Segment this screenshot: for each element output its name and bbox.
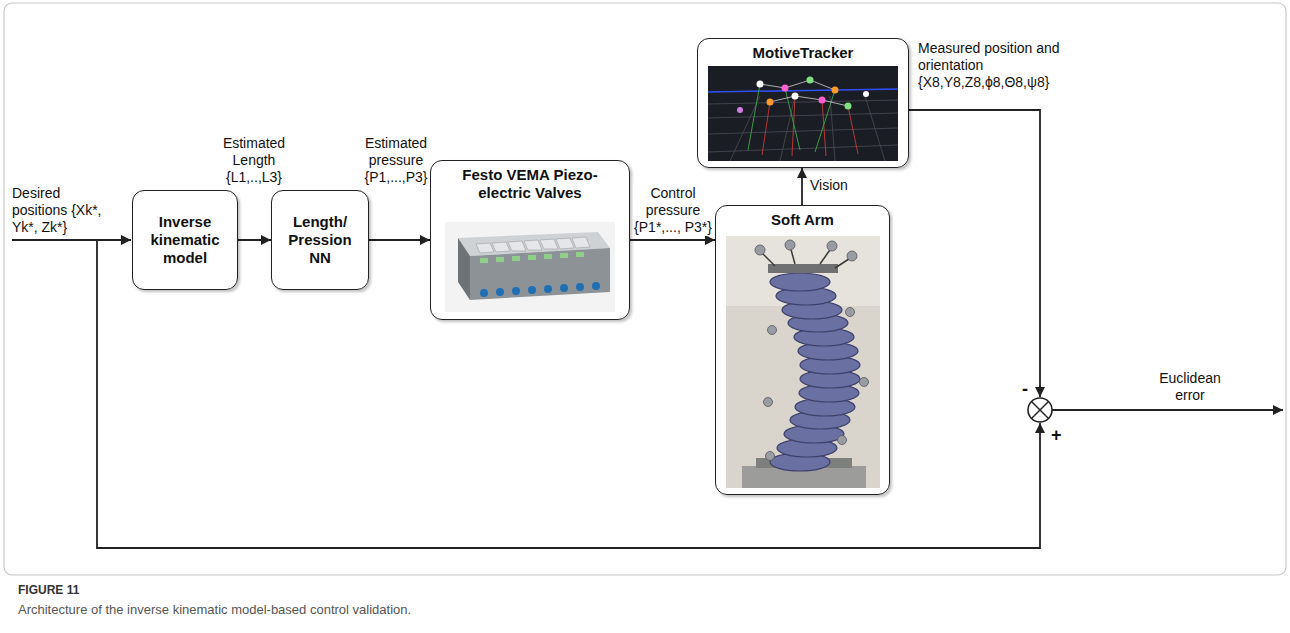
valve-picture [445, 222, 615, 312]
device-box: Festo VEMA Piezo-electric Valves [430, 160, 630, 320]
process-box: Length/ Pression NN [271, 190, 369, 290]
edge-label: Estimated Length {L1,..,L3} [212, 135, 296, 186]
node-label: MotiveTracker [698, 44, 908, 62]
soft-arm-photo [726, 236, 880, 488]
tracker-screenshot [708, 66, 898, 161]
signal-label: Euclidean error [1145, 370, 1235, 404]
sign-label: - [1022, 378, 1028, 400]
input-arrow [12, 239, 131, 241]
device-box: MotiveTracker [697, 38, 909, 168]
flow-arrow [369, 239, 430, 241]
flow-arrow [238, 239, 271, 241]
edge-label: Control pressure {P1*,..., P3*} [633, 185, 713, 236]
figure-number: FIGURE 11 [18, 583, 79, 598]
summing-junction [1028, 398, 1052, 422]
output-arrow [1052, 409, 1283, 411]
edge-label: Estimated pressure {P1,...,P3} [364, 135, 428, 186]
signal-label: Desired positions {Xk*, Yk*, Zk*} [12, 185, 117, 236]
flow-arrow [630, 239, 715, 241]
signal-label: Measured position and orientation {X8,Y8… [918, 40, 1083, 91]
node-label: Inverse kinematic model [133, 213, 237, 267]
measurement-line [909, 110, 1040, 397]
node-label: Length/ Pression NN [272, 213, 368, 267]
feedback-line [97, 240, 1040, 548]
device-box: Soft Arm [715, 205, 890, 495]
process-box: Inverse kinematic model [132, 190, 238, 290]
flow-arrow [801, 168, 803, 205]
figure-caption: Architecture of the inverse kinematic mo… [18, 602, 411, 618]
figure-frame [4, 3, 1286, 575]
edge-label: Vision [810, 177, 848, 194]
sign-label: + [1051, 424, 1062, 446]
node-label: Festo VEMA Piezo-electric Valves [431, 166, 629, 202]
node-label: Soft Arm [716, 211, 889, 229]
